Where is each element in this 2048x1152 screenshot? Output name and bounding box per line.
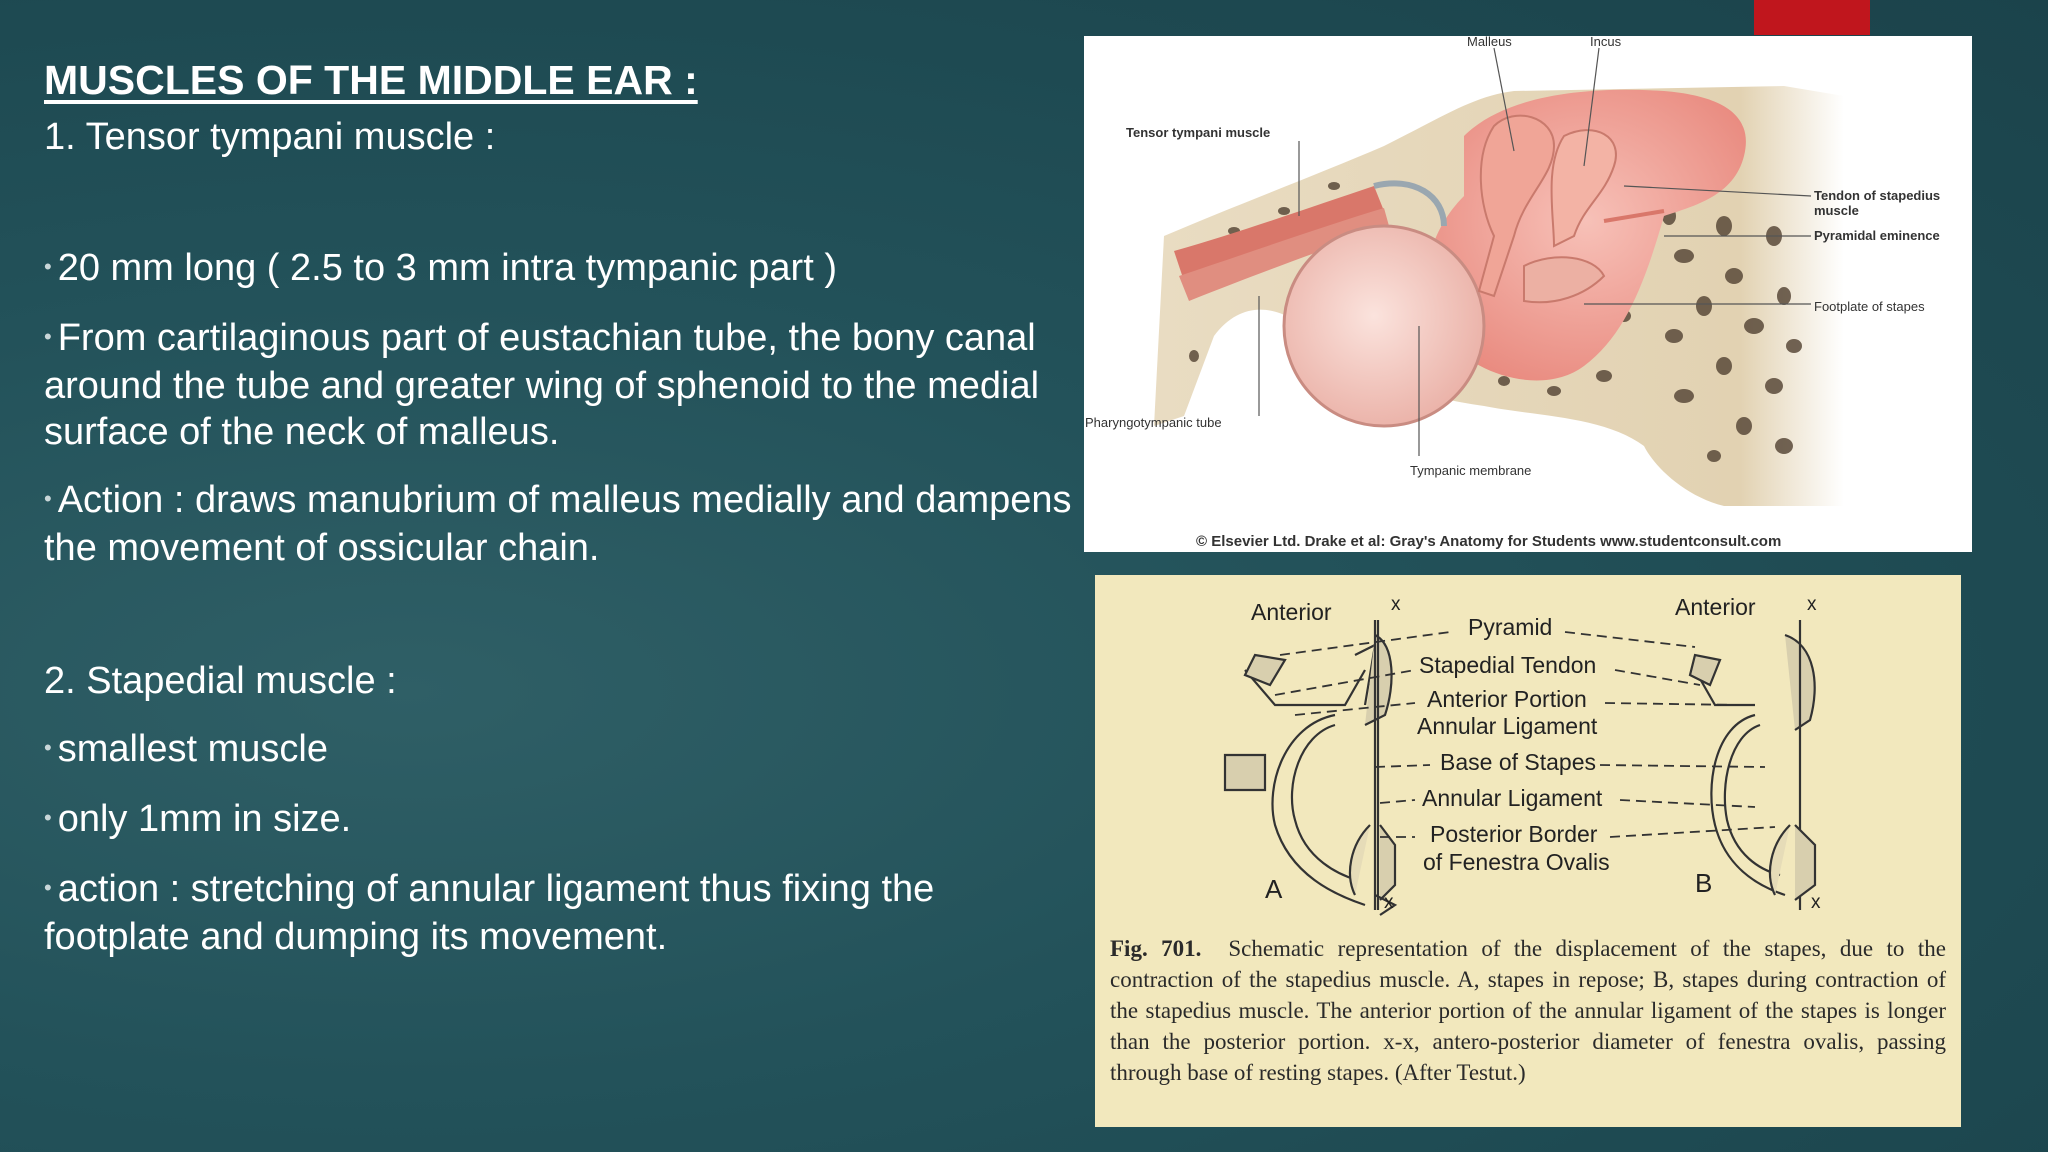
label-tympanic-membrane: Tympanic membrane bbox=[1410, 463, 1532, 478]
label-annular-ligament-2: Annular Ligament bbox=[1422, 785, 1603, 811]
section1-bullet: •From cartilaginous part of eustachian t… bbox=[44, 316, 1040, 453]
bullet-icon: • bbox=[44, 323, 52, 349]
bullet-icon: • bbox=[44, 485, 52, 511]
bullet-icon: • bbox=[44, 735, 52, 761]
label-footplate: Footplate of stapes bbox=[1814, 299, 1925, 314]
section1-title: 1. Tensor tympani muscle : bbox=[44, 116, 496, 159]
label-malleus: Malleus bbox=[1467, 36, 1512, 49]
label-x-top-right: x bbox=[1807, 594, 1817, 615]
slide-heading: MUSCLES OF THE MIDDLE EAR : bbox=[44, 57, 698, 103]
label-x-bottom-right: x bbox=[1811, 892, 1821, 913]
label-pyramid: Pyramid bbox=[1468, 614, 1553, 640]
bullet-icon: • bbox=[44, 805, 52, 831]
label-anterior-right: Anterior bbox=[1675, 594, 1756, 620]
label-base-of-stapes: Base of Stapes bbox=[1440, 749, 1596, 775]
label-stapedial-tendon: Stapedial Tendon bbox=[1419, 652, 1597, 678]
section1-bullet: •20 mm long ( 2.5 to 3 mm intra tympanic… bbox=[44, 246, 837, 289]
label-x-bottom-left: x bbox=[1384, 892, 1394, 913]
label-a: A bbox=[1265, 874, 1283, 904]
section2-bullet: •smallest muscle bbox=[44, 728, 328, 771]
figure2-caption: Fig. 701. Schematic representation of th… bbox=[1110, 933, 1946, 1088]
label-tendon: Tendon of stapedius muscle bbox=[1814, 188, 1941, 218]
section2-bullet: •action : stretching of annular ligament… bbox=[44, 868, 935, 959]
label-pharyngotympanic: Pharyngotympanic tube bbox=[1085, 415, 1222, 430]
label-incus: Incus bbox=[1590, 36, 1622, 49]
middle-ear-anatomy-figure: Malleus Incus Tensor tympani muscle Tend… bbox=[1084, 36, 1972, 552]
caption-text: Schematic representation of the displace… bbox=[1110, 936, 1946, 1085]
label-pyramidal: Pyramidal eminence bbox=[1814, 228, 1940, 243]
slide-text: MUSCLES OF THE MIDDLE EAR : 1. Tensor ty… bbox=[44, 56, 1074, 960]
section1-bullet: •Action : draws manubrium of malleus med… bbox=[44, 478, 1072, 569]
section2-title: 2. Stapedial muscle : bbox=[44, 659, 397, 702]
label-annular-ligament-1: Annular Ligament bbox=[1417, 713, 1598, 739]
bullet-icon: • bbox=[44, 875, 52, 901]
label-anterior-portion: Anterior Portion bbox=[1427, 686, 1587, 712]
stapes-displacement-figure: Anterior x Anterior x Pyramid Stapedial … bbox=[1095, 575, 1961, 1127]
section2-bullet: •only 1mm in size. bbox=[44, 798, 352, 841]
label-x-top-left: x bbox=[1391, 594, 1401, 615]
label-anterior-left: Anterior bbox=[1251, 599, 1332, 625]
label-posterior-border: Posterior Border bbox=[1430, 821, 1598, 847]
bullet-icon: • bbox=[44, 253, 52, 279]
accent-tab bbox=[1754, 0, 1870, 35]
label-fenestra-ovalis: of Fenestra Ovalis bbox=[1423, 849, 1610, 875]
middle-ear-illustration bbox=[1154, 47, 1844, 506]
label-b: B bbox=[1695, 868, 1713, 898]
caption-label: Fig. 701. bbox=[1110, 936, 1202, 961]
label-tensor-tympani: Tensor tympani muscle bbox=[1126, 125, 1271, 140]
figure1-credit: © Elsevier Ltd. Drake et al: Gray's Anat… bbox=[1196, 533, 1782, 550]
stapes-schematic bbox=[1223, 620, 1817, 916]
